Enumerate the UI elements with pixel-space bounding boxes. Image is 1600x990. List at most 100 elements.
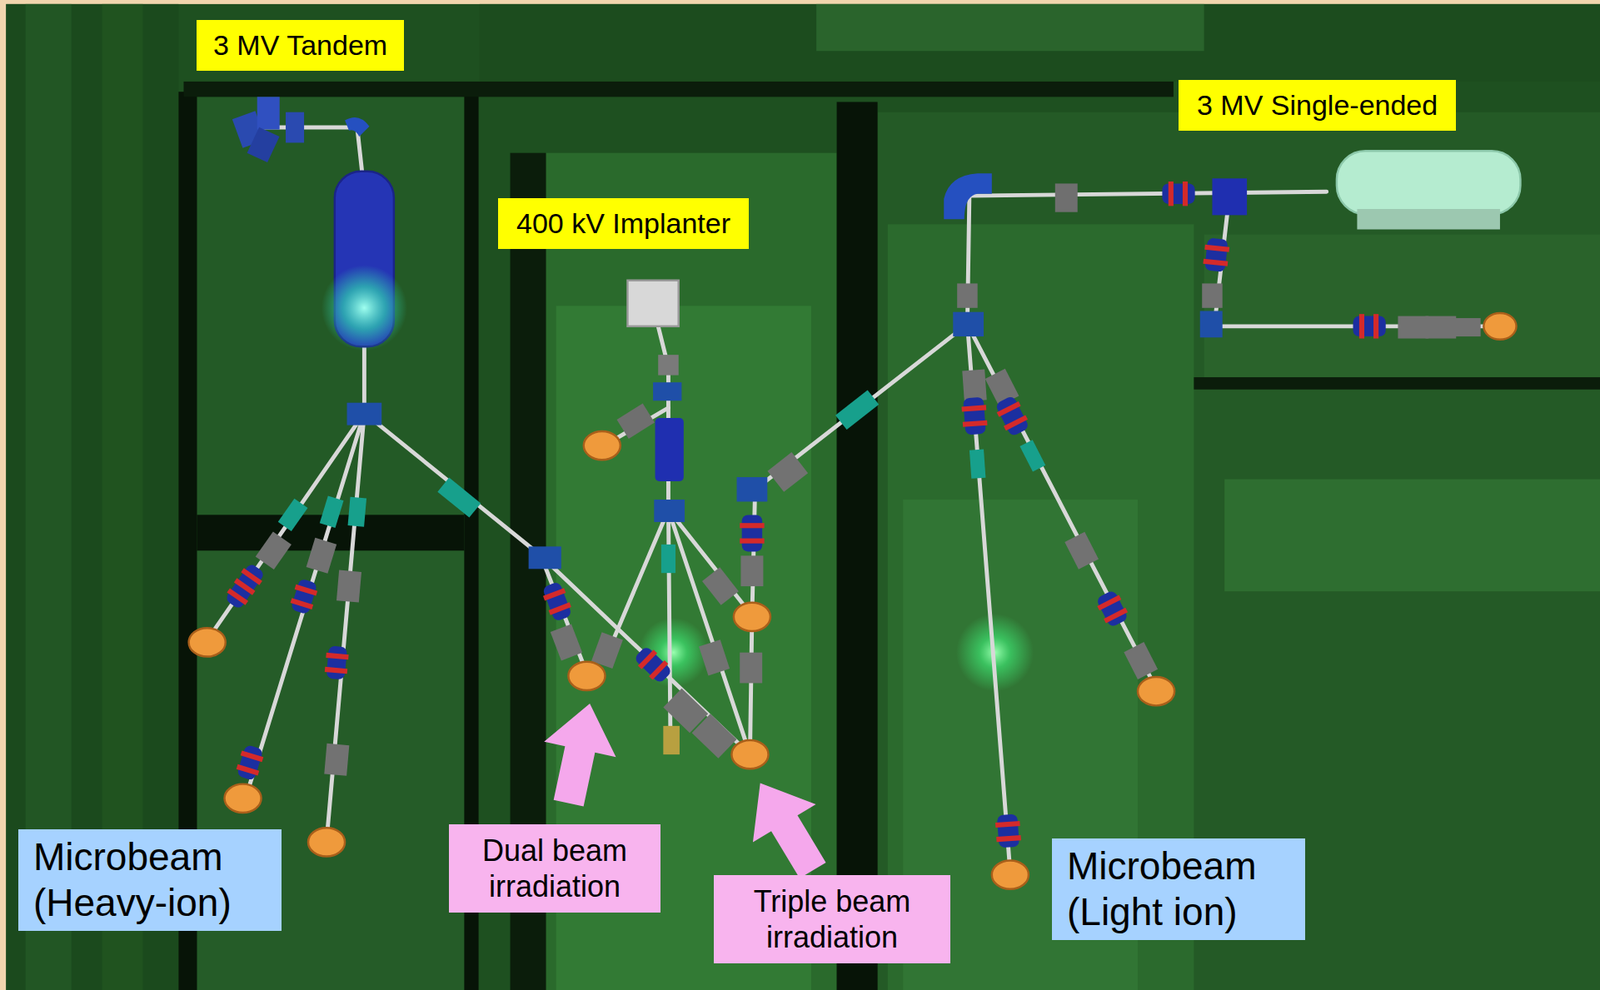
beam-pipe [1214,194,1501,327]
facility-label: 400 kV Implanter [498,198,749,250]
beam-pipe [966,323,1157,688]
magnet-coil [1359,314,1365,339]
ion-source-block [285,112,305,144]
magnet-coil [543,588,566,601]
magnet-coil [1103,608,1128,624]
magnet-body [236,744,265,782]
quadrupole-magnet [961,397,988,436]
floor-panel [479,4,1600,82]
floor-ground [5,4,1600,990]
beam-component [1425,316,1457,339]
tandem-room [196,96,464,515]
magnet-body [633,645,673,684]
bending-magnet [1211,178,1247,215]
target-chamber [568,662,605,691]
beam-monitor [661,544,676,574]
quadrupole-magnet [1161,181,1195,206]
beam-component [323,743,349,777]
target-chamber [308,827,345,857]
microbeam-label: Microbeam (Light ion) [1051,838,1306,941]
quadrupole-magnets [223,181,1386,849]
beam-pipe [612,509,668,643]
quadrupole-magnet [994,813,1022,848]
switching-magnet [528,546,562,569]
quadrupole-magnet [992,393,1032,439]
beam-components [255,283,1481,776]
beam-pipe [363,413,587,673]
callout-arrow [728,764,845,890]
facility-label: 3 MV Tandem [196,19,404,71]
magnet-body [742,514,763,552]
magnet-coil [996,401,1022,418]
magnet-body [962,397,987,436]
magnet-coil [1182,181,1188,206]
microbeam-label: Microbeam (Heavy-ion) [18,829,282,932]
magnet-body [996,814,1020,849]
magnet-coil [962,420,988,428]
magnet-coil [1202,259,1228,267]
magnet-coil [236,764,260,777]
implanter-ion-source [627,280,678,327]
magnet-coil [995,821,1021,828]
beam-component [957,283,978,308]
beam-component [617,403,655,439]
magnet-coil [1003,414,1028,431]
end-stations [189,313,1517,890]
magnet-coil [1096,595,1122,612]
magnet-coil [290,598,315,610]
magnet-body [326,645,348,680]
beam-monitor [969,448,987,479]
beam-component [740,555,763,587]
beam-component [692,713,738,759]
beam-monitor [437,478,481,519]
beam-pipe [966,191,1326,324]
beam-component [336,570,362,604]
switching-magnet [653,499,685,523]
switching-magnet [737,477,768,502]
magnet-coil [1373,314,1379,339]
tank-glow [321,264,408,351]
target-chamber [224,784,262,813]
magnet-body [1161,183,1195,204]
magnet-coil [548,602,572,615]
beam-pipe [749,323,967,755]
target-chamber [189,628,226,657]
magnet-body [1353,316,1386,337]
bending-magnet [943,173,992,220]
magnet-coil [240,750,265,763]
magnet-coil [294,584,319,597]
label-text: Microbeam (Light ion) [1066,843,1291,936]
quadrupole-magnet [234,743,266,782]
label-text: Dual beam irradiation [465,832,644,905]
quadrupole-magnet [1202,237,1231,273]
callout-arrow [533,696,627,812]
quadrupole-magnet [323,645,349,680]
beam-pipe [326,413,364,842]
magnet-body [224,563,266,611]
floor-panel [816,4,1205,51]
beam-component [702,567,739,606]
beam-monitors [278,389,1047,574]
corridor [837,101,878,990]
ion-source-block [257,96,280,130]
magnet-body [1204,237,1228,273]
quadrupole-magnet [539,580,574,624]
label-text: Microbeam (Heavy-ion) [33,834,267,927]
irradiation-label: Triple beam irradiation [713,875,951,964]
magnet-coil [648,660,668,681]
beam-monitor [1019,439,1046,472]
magnet-coil [996,835,1022,843]
single-ended-room [877,112,1600,990]
beam-component [767,452,809,493]
tandem-ion-source [232,96,370,163]
quadrupole-magnet [223,561,268,612]
quadrupole-magnet [1353,314,1386,339]
magnet-coil [234,578,256,595]
analyzing-magnet [655,418,684,482]
beam-monitor [319,495,344,529]
beam-component [739,652,763,684]
magnet-body [994,394,1030,437]
bending-magnet [1200,310,1223,338]
